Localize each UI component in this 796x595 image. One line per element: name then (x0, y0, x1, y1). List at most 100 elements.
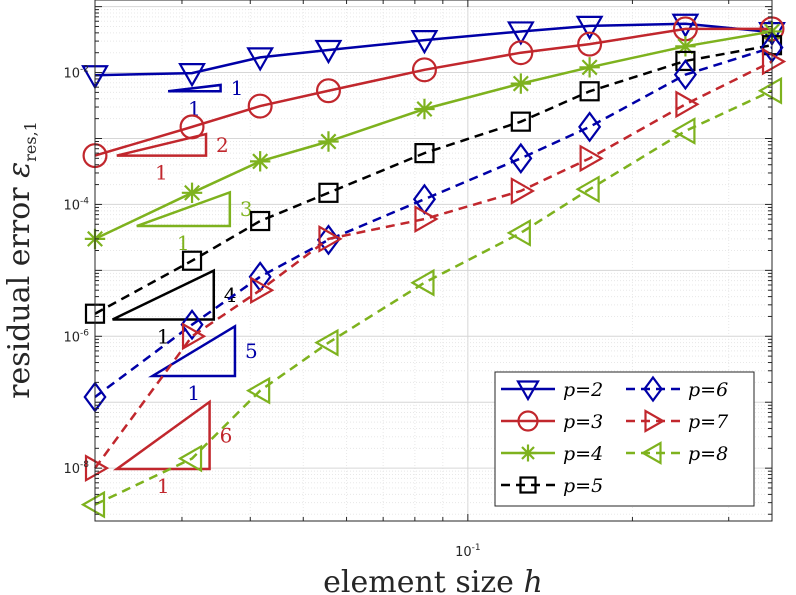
data-point-marker (247, 93, 273, 119)
data-point-marker (245, 376, 271, 405)
data-point-marker (414, 143, 435, 164)
legend-label: p=5 (563, 475, 603, 497)
data-point-marker (250, 276, 275, 305)
y-tick-label: 10-4 (63, 196, 89, 213)
data-point-marker (249, 151, 271, 172)
series-line (94, 89, 773, 506)
legend-label: p=8 (688, 443, 728, 465)
legend-label: p=6 (688, 379, 728, 401)
data-point-marker (318, 131, 339, 152)
legend-label: p=3 (563, 411, 603, 433)
slope-run-label: 1 (188, 96, 201, 120)
data-point-marker (181, 250, 203, 271)
data-point-marker (671, 13, 700, 38)
data-point-marker (671, 117, 696, 145)
data-point-marker (675, 50, 696, 72)
slope-triangle (112, 268, 216, 321)
data-point-marker (675, 36, 696, 57)
slope-rise-label: 2 (216, 133, 229, 157)
y-tick-label: 10-6 (63, 328, 89, 345)
legend-entry: p=3 (501, 410, 603, 433)
data-point-marker (509, 142, 533, 174)
data-point-marker (315, 78, 341, 104)
data-point-marker (519, 444, 537, 462)
data-point-marker (410, 30, 439, 55)
slope-rise-label: 3 (240, 197, 253, 221)
data-point-marker (579, 81, 600, 102)
legend-entry: p=2 (501, 379, 603, 402)
data-point-marker (516, 380, 540, 402)
axis-ticks: 10-8 10-6 10-4 10-2 10-1 (63, 0, 772, 560)
plot-frame (94, 0, 773, 522)
legend-label: p=7 (688, 411, 729, 433)
data-point-marker (644, 409, 666, 433)
data-point-marker (314, 328, 339, 357)
data-point-marker (510, 111, 531, 132)
slope-rise-label: 1 (231, 76, 244, 100)
legend-entry: p=5 (501, 475, 603, 497)
slope-triangle (112, 399, 211, 471)
series-line (94, 22, 773, 77)
data-point-marker (80, 490, 106, 519)
legend-entry: p=6 (626, 375, 728, 403)
legend-box (494, 371, 755, 507)
legend-entry: p=7 (626, 409, 729, 433)
data-point-marker (757, 76, 783, 105)
data-point-marker (510, 177, 536, 205)
data-point-marker (579, 144, 604, 173)
data-point-marker (318, 225, 343, 253)
slope-triangle (136, 190, 232, 228)
data-point-marker (181, 182, 203, 204)
data-point-marker (577, 31, 603, 57)
series-p-8 (80, 76, 783, 519)
slope-triangle (167, 83, 222, 93)
slope-run-label: 1 (177, 231, 190, 255)
data-point-marker (411, 57, 437, 83)
legend-label: p=2 (563, 379, 603, 401)
data-point-marker (761, 47, 787, 76)
data-point-marker (575, 175, 600, 204)
slope-run-label: 1 (157, 324, 170, 348)
slope-run-label: 1 (157, 474, 170, 498)
data-point-marker (179, 114, 205, 140)
data-point-marker (578, 111, 602, 143)
data-series (80, 13, 787, 519)
data-point-marker (250, 210, 271, 232)
data-point-marker (643, 375, 663, 403)
legend: p=2 p=3 p=4 p=5 p=6 p=7 p=8 (494, 371, 755, 507)
data-point-marker (314, 39, 343, 65)
slope-triangle (116, 132, 208, 157)
slope-run-label: 1 (155, 161, 168, 185)
data-point-marker (519, 476, 537, 494)
data-point-marker (181, 322, 207, 351)
data-point-marker (410, 268, 435, 297)
legend-label: p=4 (563, 443, 603, 465)
slope-rise-label: 4 (224, 283, 237, 307)
series-line (94, 43, 773, 315)
data-point-marker (675, 90, 700, 119)
data-point-marker (579, 57, 600, 78)
legend-entry: p=4 (501, 443, 603, 465)
series-p-5 (84, 35, 783, 324)
y-axis-label: residual error εres,1 (2, 121, 40, 399)
data-point-marker (178, 63, 206, 88)
series-line (94, 27, 772, 157)
x-axis-label: element size h (323, 565, 543, 595)
y-tick-label: 10-2 (63, 65, 89, 82)
data-point-marker (318, 182, 339, 203)
legend-entry: p=8 (626, 441, 728, 465)
data-point-marker (506, 21, 535, 46)
data-point-marker (510, 73, 532, 94)
data-point-marker (506, 218, 531, 247)
data-point-marker (640, 441, 662, 465)
data-point-marker (414, 205, 439, 233)
data-point-marker (414, 98, 435, 120)
x-tick-label: 10-1 (455, 543, 481, 560)
data-point-marker (673, 58, 697, 91)
y-tick-label: 10-8 (63, 460, 89, 477)
slope-rise-label: 5 (245, 339, 258, 363)
data-point-marker (246, 47, 275, 72)
slope-triangle (148, 324, 237, 378)
slope-rise-label: 6 (220, 423, 233, 447)
